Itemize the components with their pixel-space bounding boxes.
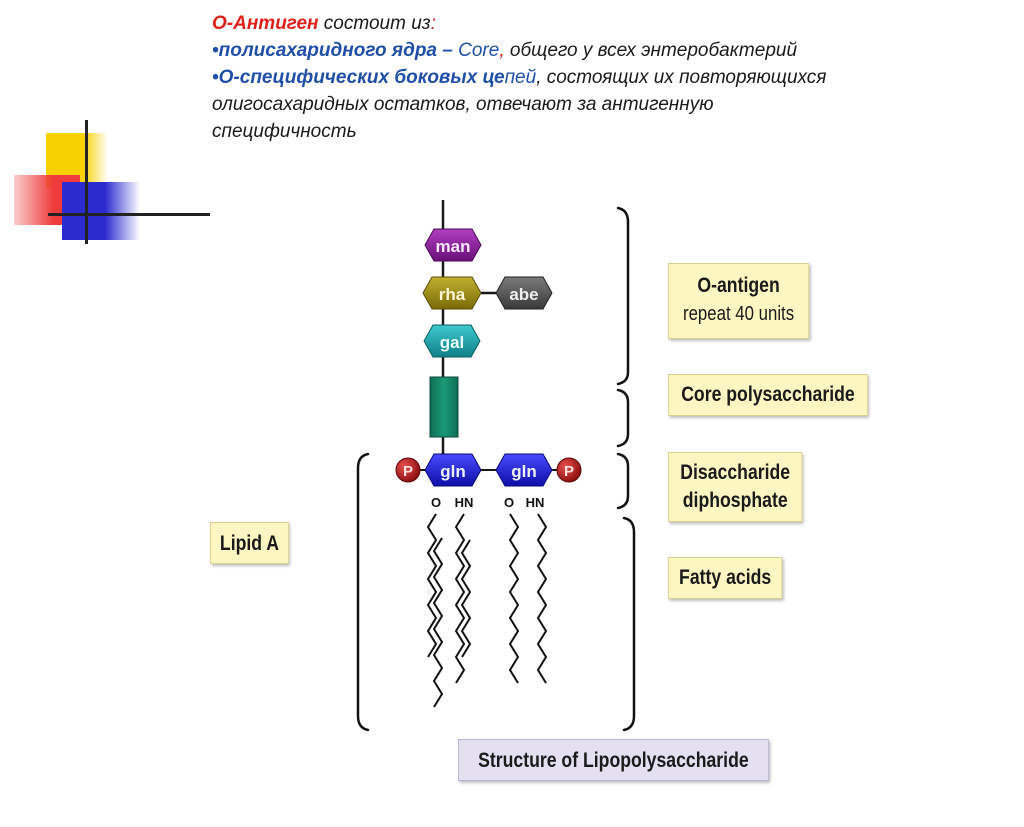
chain-3	[454, 513, 466, 684]
header-line-4: олигосахаридных остатков, отвечают за ан…	[212, 94, 714, 115]
chain-1	[426, 513, 438, 658]
label-fatty-acids: Fatty acids	[668, 557, 783, 599]
phosphate-left: P	[395, 457, 421, 483]
core-block	[429, 376, 459, 438]
right-brackets	[616, 206, 636, 732]
bracket-core	[616, 388, 630, 448]
atom-hn-2: HN	[526, 495, 545, 510]
label-lipid-a: Lipid A	[210, 522, 289, 564]
sugar-abe-label: abe	[509, 285, 538, 304]
sugar-gal: gal	[423, 324, 481, 358]
bracket-disaccharide	[616, 452, 630, 510]
label-o-antigen-sub: repeat 40 units	[682, 303, 795, 325]
chain-6	[536, 513, 548, 684]
sugar-gln-1: gln	[424, 453, 482, 487]
atom-o-1: O	[431, 495, 441, 510]
phosphate-right-label: P	[564, 463, 574, 480]
deco-horizontal-line	[48, 213, 210, 216]
label-disaccharide-diphosphate: Disaccharide diphosphate	[668, 452, 803, 522]
atom-hn-1: HN	[455, 495, 474, 510]
sugar-man-label: man	[436, 237, 471, 256]
chain-2	[432, 537, 444, 708]
header-line-3: •О-специфических боковых цепей, состоящи…	[212, 67, 827, 88]
header-title: О-Антиген	[212, 13, 319, 34]
sugar-gal-label: gal	[440, 333, 465, 352]
header-line-1: О-Антиген состоит из:	[212, 13, 436, 34]
label-o-antigen: O-antigen repeat 40 units	[668, 263, 810, 339]
fatty-acid-chains	[426, 513, 548, 708]
sugar-rha: rha	[422, 276, 482, 310]
label-core-polysaccharide: Core polysaccharide	[668, 374, 868, 416]
phosphate-left-label: P	[403, 463, 413, 480]
sugar-gln-2: gln	[495, 453, 553, 487]
label-diphosphate: diphosphate	[682, 489, 788, 512]
sugar-gln-1-label: gln	[440, 462, 466, 481]
chain-4	[460, 539, 472, 658]
label-o-antigen-title: O-antigen	[697, 274, 780, 297]
label-disaccharide: Disaccharide	[680, 461, 791, 484]
atom-o-2: O	[504, 495, 514, 510]
diagram-title: Structure of Lipopolysaccharide	[458, 739, 769, 781]
sugar-gln-2-label: gln	[511, 462, 537, 481]
header-line-5: специфичность	[212, 121, 357, 142]
bracket-o-antigen	[616, 206, 630, 386]
deco-vertical-line	[85, 120, 88, 244]
phosphate-right: P	[556, 457, 582, 483]
sugar-abe: abe	[495, 276, 553, 310]
header-line-2: •полисахаридного ядра – Core, общего у в…	[212, 40, 798, 61]
chain-5	[508, 513, 520, 684]
bracket-fatty-acids	[622, 516, 636, 732]
bracket-lipid-a	[356, 452, 370, 732]
header-text: О-Антиген состоит из: •полисахаридного я…	[212, 10, 1012, 145]
sugar-man: man	[424, 228, 482, 262]
sugar-rha-label: rha	[439, 285, 466, 304]
deco-blue-square	[62, 182, 140, 240]
